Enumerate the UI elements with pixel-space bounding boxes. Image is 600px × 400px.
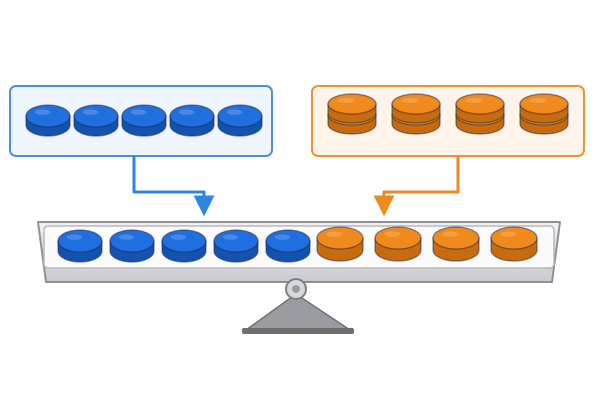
beam-blue-disc-icon — [161, 229, 207, 263]
fulcrum-base — [242, 328, 354, 334]
right-coin-box — [311, 85, 585, 157]
beam-orange-disc-icon — [316, 226, 364, 262]
beam-orange-disc-icon — [490, 226, 538, 262]
left-bent-arrow-icon — [132, 156, 215, 217]
blue-disc-icon — [25, 104, 71, 137]
blue-disc-icon — [169, 104, 215, 137]
blue-disc-icon — [121, 104, 167, 137]
beam-blue-disc-icon — [109, 229, 155, 263]
orange-stacked-coin-icon-top — [455, 93, 505, 124]
orange-stacked-coin-icon-top — [327, 93, 377, 124]
beam-blue-disc-icon — [265, 229, 311, 263]
right-bent-arrow-icon — [373, 156, 460, 217]
orange-stacked-coin-icon-top — [391, 93, 441, 124]
beam-blue-disc-icon — [57, 229, 103, 263]
orange-stacked-coin-icon — [519, 93, 569, 135]
orange-stacked-coin-icon — [391, 93, 441, 135]
blue-disc-icon — [217, 104, 263, 137]
beam-orange-disc-icon — [374, 226, 422, 262]
pivot-pin-icon — [285, 278, 307, 300]
balance-beam — [37, 221, 561, 283]
orange-stacked-coin-icon-top — [519, 93, 569, 124]
left-coin-box — [9, 85, 273, 157]
left-coin-group — [25, 104, 263, 137]
right-coin-group — [327, 93, 569, 135]
beam-orange-disc-icon — [432, 226, 480, 262]
beam-blue-disc-icon — [213, 229, 259, 263]
beam-coin-group — [57, 226, 538, 263]
fulcrum — [242, 293, 354, 334]
blue-disc-icon — [73, 104, 119, 137]
right-box-frame — [311, 85, 585, 157]
orange-stacked-coin-icon — [455, 93, 505, 135]
orange-stacked-coin-icon — [327, 93, 377, 135]
